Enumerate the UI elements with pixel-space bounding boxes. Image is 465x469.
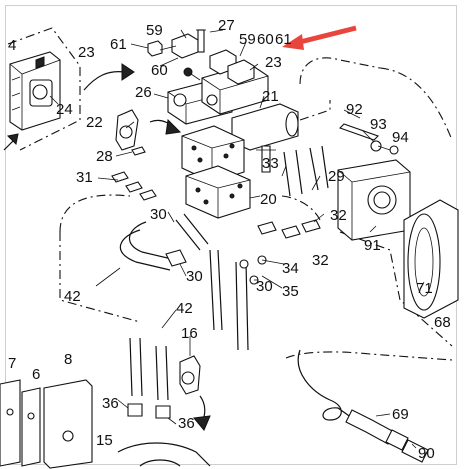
curved-arrow-icon [193,415,211,431]
curved-arrow-icon [6,133,19,146]
label-8: 8 [64,351,72,368]
manifold-blocks [115,109,276,219]
label-36: 36 [178,415,195,432]
label-60: 60 [257,31,274,48]
sensor-cable [285,349,453,463]
label-93: 93 [370,116,387,133]
label-68: 68 [434,314,451,331]
dashed-harness [59,57,453,347]
label-30: 30 [256,278,273,295]
label-29: 29 [328,168,345,185]
label-90: 90 [418,445,435,462]
label-35: 35 [282,283,299,300]
label-42: 42 [64,288,81,305]
curved-arrow-icon [121,63,135,81]
label-92: 92 [346,101,363,118]
label-23: 23 [265,54,282,71]
label-20: 20 [260,191,277,208]
label-21: 21 [262,88,279,105]
label-24: 24 [56,101,73,118]
bottom-plates [0,379,211,469]
label-32: 32 [312,252,329,269]
label-6: 6 [32,366,40,383]
label-61: 61 [275,31,292,48]
leader-lines [49,29,425,449]
flow-arrows [3,63,211,431]
label-91: 91 [364,237,381,254]
label-69: 69 [392,406,409,423]
left-valve-assembly [7,27,81,151]
label-42: 42 [176,300,193,317]
label-33: 33 [262,155,279,172]
label-71: 71 [416,280,433,297]
label-60: 60 [151,62,168,79]
label-32: 32 [330,207,347,224]
label-7: 7 [8,355,16,372]
label-36: 36 [102,395,119,412]
label-22: 22 [86,114,103,131]
label-4: 4 [8,37,16,54]
label-30: 30 [150,206,167,223]
bracket-and-pump [337,123,459,319]
label-15: 15 [96,432,113,449]
curved-arrow-icon [165,118,182,135]
label-26: 26 [135,84,152,101]
label-59: 59 [239,31,256,48]
label-30: 30 [186,268,203,285]
solenoid-valve-stack [147,29,299,151]
red-arrow-icon [282,25,357,50]
label-23: 23 [78,44,95,61]
label-94: 94 [392,129,409,146]
label-31: 31 [76,169,93,186]
label-34: 34 [282,260,299,277]
label-28: 28 [96,148,113,165]
label-59: 59 [146,22,163,39]
part-labels: 4 23 61 59 27 59 60 61 60 23 24 26 21 22… [8,17,451,462]
label-27: 27 [218,17,235,34]
label-61: 61 [110,36,127,53]
hoses-and-fittings [111,145,329,419]
label-16: 16 [181,325,198,342]
